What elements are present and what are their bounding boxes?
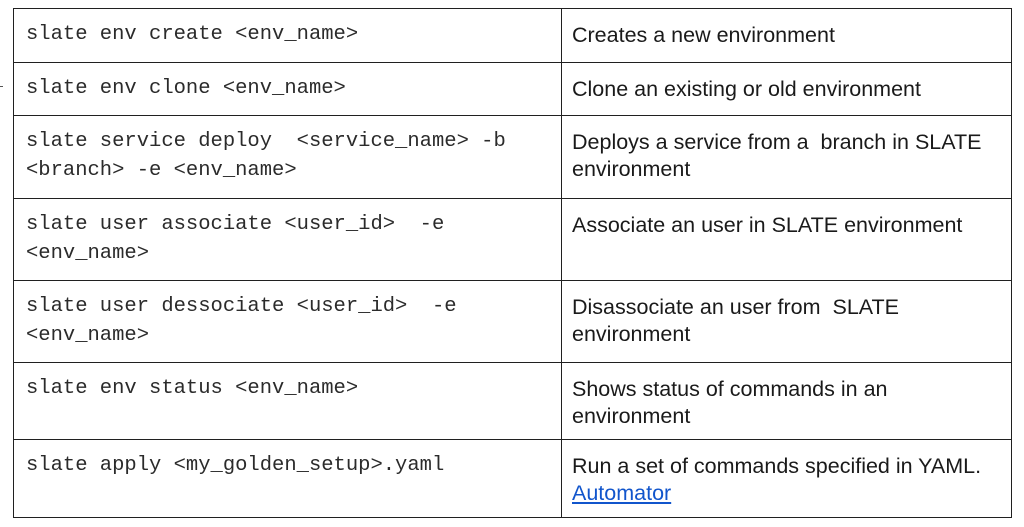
description-cell: Creates a new environment <box>561 8 1012 63</box>
description-text: Run a set of commands specified in YAML.… <box>562 440 1011 507</box>
command-text: slate user associate <user_id> -e <env_n… <box>26 213 457 265</box>
command-text: slate env create <env_name> <box>26 23 359 46</box>
command-text: slate apply <my_golden_setup>.yaml <box>26 454 445 477</box>
table-row: slate user associate <user_id> -e <env_n… <box>13 198 1012 281</box>
description-text: Clone an existing or old environment <box>572 77 921 101</box>
margin-mark <box>0 86 3 87</box>
table-row: slate env status <env_name> Shows status… <box>13 362 1012 440</box>
description-cell: Shows status of commands in an environme… <box>561 362 1012 440</box>
description-cell: Disassociate an user from SLATE environm… <box>561 280 1012 363</box>
table-row: slate env clone <env_name> Clone an exis… <box>13 62 1012 116</box>
table-row: slate apply <my_golden_setup>.yaml Run a… <box>13 439 1012 518</box>
description-text: Creates a new environment <box>572 23 835 47</box>
description-cell: Associate an user in SLATE environment <box>561 198 1012 281</box>
command-cell: slate user associate <user_id> -e <env_n… <box>13 198 562 281</box>
table-row: slate user dessociate <user_id> -e <env_… <box>13 280 1012 363</box>
command-cell: slate env status <env_name> <box>13 362 562 440</box>
command-cell: slate env create <env_name> <box>13 8 562 63</box>
description-text: Disassociate an user from SLATE environm… <box>572 295 905 346</box>
command-table-body: slate env create <env_name> Creates a ne… <box>13 8 1012 518</box>
description-text-body: Run a set of commands specified in YAML. <box>572 454 982 478</box>
description-text: Shows status of commands in an environme… <box>572 377 894 428</box>
command-text: slate env status <env_name> <box>26 377 359 400</box>
description-text: Deploys a service from a branch in SLATE… <box>572 130 988 181</box>
description-cell: Clone an existing or old environment <box>561 62 1012 116</box>
command-cell: slate apply <my_golden_setup>.yaml <box>13 439 562 518</box>
automator-link[interactable]: Automator <box>572 481 672 505</box>
command-text: slate service deploy <service_name> -b <… <box>26 130 519 182</box>
command-cell: slate service deploy <service_name> -b <… <box>13 115 562 199</box>
command-cell: slate user dessociate <user_id> -e <env_… <box>13 280 562 363</box>
table-row: slate env create <env_name> Creates a ne… <box>13 8 1012 63</box>
description-cell: Deploys a service from a branch in SLATE… <box>561 115 1012 199</box>
command-cell: slate env clone <env_name> <box>13 62 562 116</box>
description-text: Associate an user in SLATE environment <box>572 213 963 237</box>
command-text: slate user dessociate <user_id> -e <env_… <box>26 295 469 347</box>
command-table: slate env create <env_name> Creates a ne… <box>13 8 1012 518</box>
description-cell: Run a set of commands specified in YAML.… <box>561 439 1012 518</box>
command-text: slate env clone <env_name> <box>26 77 346 100</box>
table-row: slate service deploy <service_name> -b <… <box>13 115 1012 199</box>
